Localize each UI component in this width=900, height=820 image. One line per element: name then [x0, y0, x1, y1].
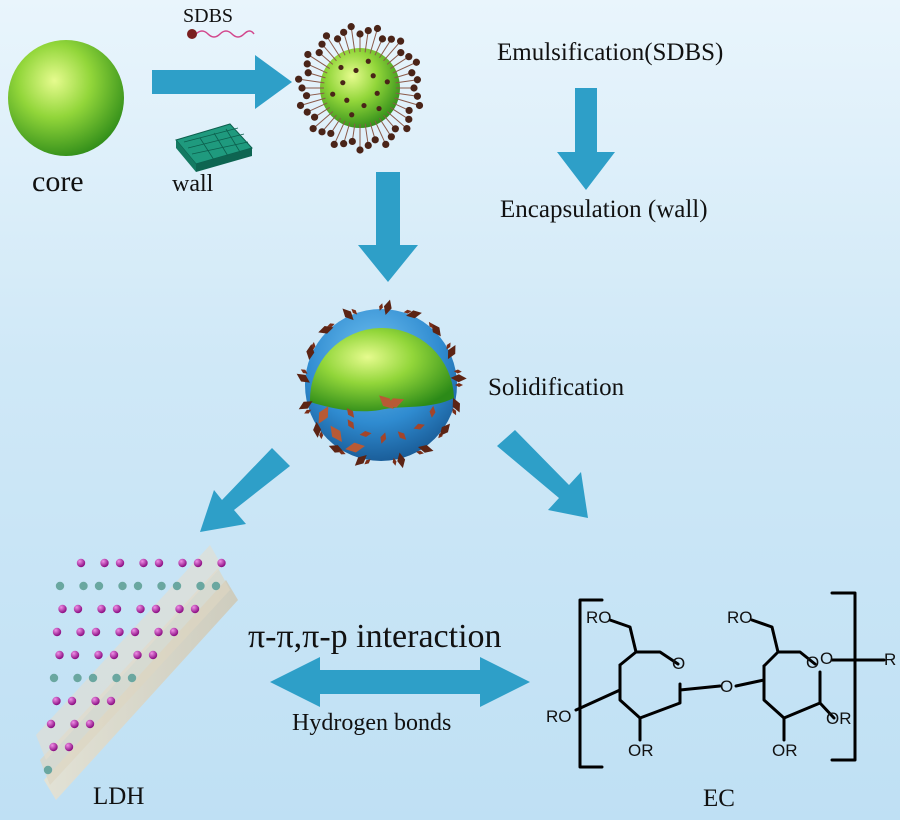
core-label: core [32, 165, 84, 198]
core-sphere [8, 40, 124, 156]
wall-label: wall [172, 171, 214, 197]
ec-o-end-right: O [820, 649, 834, 668]
arrow-core-to-emulsion [152, 55, 292, 109]
microcapsule [296, 299, 467, 469]
arrow-emulsion-to-solidification [358, 172, 418, 282]
emulsion-droplet [295, 23, 424, 154]
ec-ro-top-left: RO [586, 608, 612, 627]
ec-structure [574, 591, 886, 769]
ec-or-right-mid: OR [826, 709, 852, 728]
ec-o-bridge: O [720, 677, 734, 696]
ec-or-left-bottom: OR [628, 741, 654, 760]
interaction-label: π-π,π-p interaction [248, 618, 502, 655]
ec-o-ring-right: O [806, 653, 820, 672]
sdbs-surfactant-icon [187, 29, 255, 39]
wall-material-icon [175, 123, 253, 172]
sdbs-label: SDBS [183, 5, 234, 27]
ec-o-ring-left: O [672, 654, 686, 673]
encapsulation-label: Encapsulation (wall) [500, 196, 708, 223]
ec-ro-left: RO [546, 707, 572, 726]
emulsification-label: Emulsification(SDBS) [497, 39, 724, 66]
arrow-to-ldh [200, 448, 290, 532]
hydrogen-bonds-label: Hydrogen bonds [292, 710, 452, 736]
ec-ro-top-right: RO [727, 608, 753, 627]
arrow-to-ec [497, 430, 588, 518]
ldh-structure [36, 545, 238, 800]
solidification-label: Solidification [488, 374, 625, 401]
ec-or-right-bottom: OR [772, 741, 798, 760]
ec-r-end: R [884, 650, 897, 669]
double-arrow-interaction [270, 657, 530, 707]
ldh-label: LDH [93, 783, 145, 810]
arrow-emulsification-to-encapsulation [557, 88, 615, 190]
ec-label: EC [703, 785, 735, 812]
